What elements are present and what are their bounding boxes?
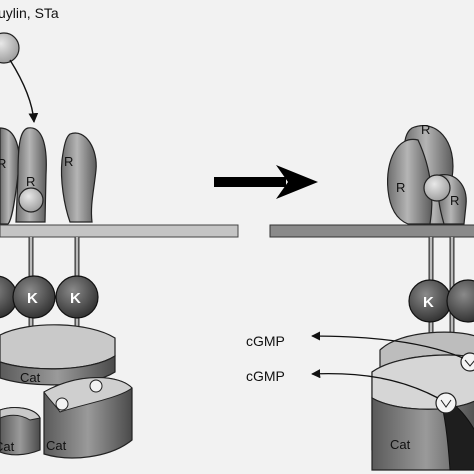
catalytic-label-right: Cat	[390, 437, 411, 452]
active-site-2	[435, 392, 457, 414]
catalytic-domain-top	[0, 324, 116, 370]
kinase-label-left-1: K	[27, 290, 38, 307]
membrane-right	[269, 224, 474, 238]
catalytic-label-left-3: Cat	[46, 438, 67, 453]
catalytic-label-left-1: Cat	[20, 370, 41, 385]
receptor-label-left-2: R	[64, 154, 73, 169]
cgmp-label-1: cGMP	[246, 333, 285, 349]
receptor-right	[60, 132, 97, 223]
receptor-label-middle: R	[26, 174, 35, 189]
kinase-label-left-2: K	[70, 290, 81, 307]
active-state-panel: R R R K Cat cGMP cGMP	[246, 122, 474, 471]
receptor-label-right-2: R	[396, 180, 405, 195]
ligand-binding-arrow	[9, 59, 39, 123]
kinase-domain-right-2	[446, 279, 474, 323]
bound-ligand	[423, 174, 451, 202]
kinase-domain-left-1	[12, 275, 56, 319]
cgmp-label-2: cGMP	[246, 368, 285, 384]
receptor-label-right-1: R	[421, 122, 430, 137]
receptor-label-right-3: R	[450, 193, 459, 208]
inactive-state-panel: uylin, STa R R R K K Cat	[0, 5, 239, 459]
ligand-label: uylin, STa	[0, 5, 59, 21]
cgmp-arrow-1	[311, 331, 464, 359]
membrane-left	[0, 224, 239, 238]
receptor-label-left-1: R	[0, 156, 6, 171]
kinase-label-right-1: K	[423, 294, 434, 311]
activation-arrow	[214, 165, 318, 199]
catalytic-label-left-2: Cat	[0, 439, 15, 454]
active-site-1	[460, 352, 474, 372]
cgmp-arrow-2	[311, 369, 439, 399]
binding-pocket	[18, 187, 44, 213]
kinase-domain-left-2	[55, 275, 99, 319]
ligand-ball	[0, 32, 20, 64]
